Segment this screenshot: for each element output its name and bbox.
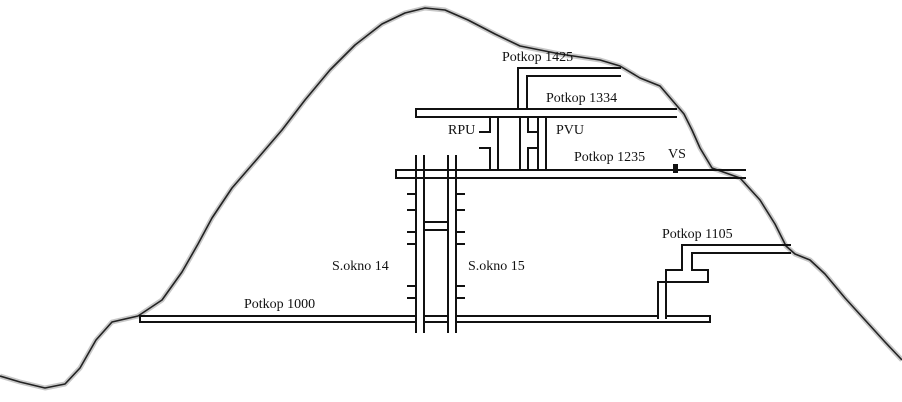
label-rpu: RPU xyxy=(448,123,475,138)
label-potkop-1105: Potkop 1105 xyxy=(662,227,733,242)
label-potkop-1334: Potkop 1334 xyxy=(546,91,617,106)
label-pvu: PVU xyxy=(556,123,584,138)
potkop-1425-tunnel xyxy=(517,67,621,110)
raise-shafts-rpu-pvu xyxy=(479,116,547,171)
label-potkop-1425: Potkop 1425 xyxy=(502,50,573,65)
label-potkop-1235: Potkop 1235 xyxy=(574,150,645,165)
potkop-1235-tunnel xyxy=(395,169,746,179)
s-okno-15-shaft xyxy=(447,155,465,333)
label-vs: VS xyxy=(668,147,686,162)
mountain-ridge-shading xyxy=(0,5,902,391)
label-potkop-1000: Potkop 1000 xyxy=(244,297,315,312)
label-s-okno-14: S.okno 14 xyxy=(332,259,389,274)
label-s-okno-15: S.okno 15 xyxy=(468,259,525,274)
potkop-1334-tunnel xyxy=(415,108,677,118)
potkop-1000-tunnel xyxy=(139,315,711,323)
shaft-crosscuts xyxy=(423,221,449,231)
mountain-profile xyxy=(0,5,902,391)
mountain-ridge-line xyxy=(0,7,902,389)
s-okno-14-shaft xyxy=(407,155,425,333)
potkop-1105-tunnel xyxy=(657,244,791,319)
vs-marker xyxy=(673,164,678,173)
